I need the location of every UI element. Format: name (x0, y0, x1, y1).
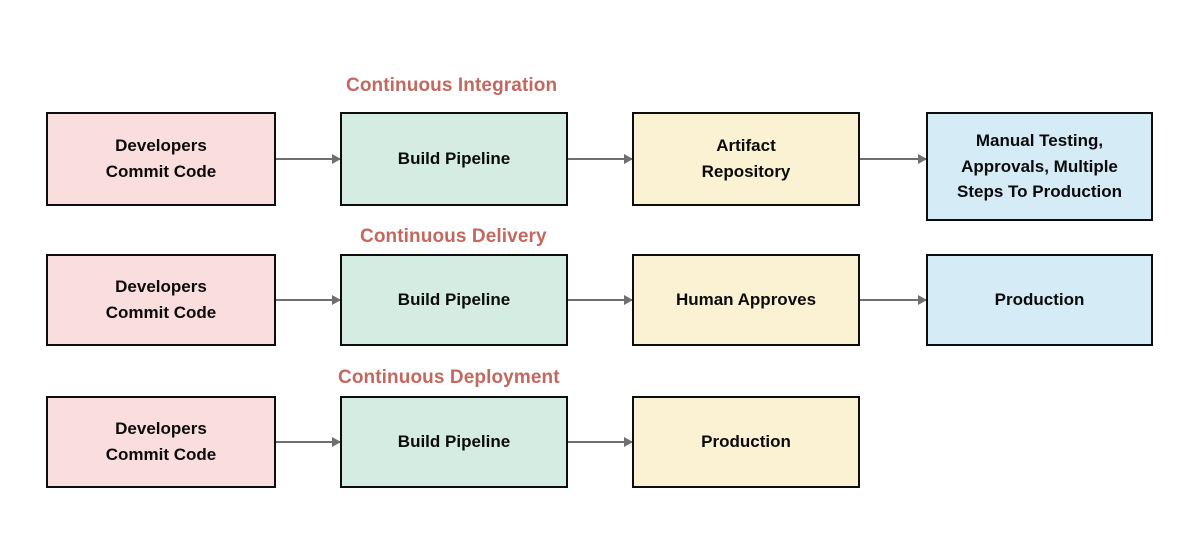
connector-row1-3 (860, 158, 926, 160)
row-label-continuous-delivery: Continuous Delivery (360, 226, 547, 247)
row-label-continuous-deployment: Continuous Deployment (338, 367, 560, 388)
node-build-pipeline-row3: Build Pipeline (340, 396, 568, 488)
connector-row3-1 (276, 441, 340, 443)
node-artifact-repository-row1: Artifact Repository (632, 112, 860, 206)
connector-row1-1 (276, 158, 340, 160)
node-developers-commit-code-row2: Developers Commit Code (46, 254, 276, 346)
node-build-pipeline-row2: Build Pipeline (340, 254, 568, 346)
node-build-pipeline-row1: Build Pipeline (340, 112, 568, 206)
connector-row2-3 (860, 299, 926, 301)
node-human-approves-row2: Human Approves (632, 254, 860, 346)
node-manual-testing-approvals-row1: Manual Testing, Approvals, Multiple Step… (926, 112, 1153, 221)
connector-row2-2 (568, 299, 632, 301)
row-label-continuous-integration: Continuous Integration (346, 75, 558, 96)
connector-row3-2 (568, 441, 632, 443)
connector-row2-1 (276, 299, 340, 301)
node-production-row2: Production (926, 254, 1153, 346)
node-developers-commit-code-row3: Developers Commit Code (46, 396, 276, 488)
node-developers-commit-code-row1: Developers Commit Code (46, 112, 276, 206)
connector-row1-2 (568, 158, 632, 160)
node-production-row3: Production (632, 396, 860, 488)
